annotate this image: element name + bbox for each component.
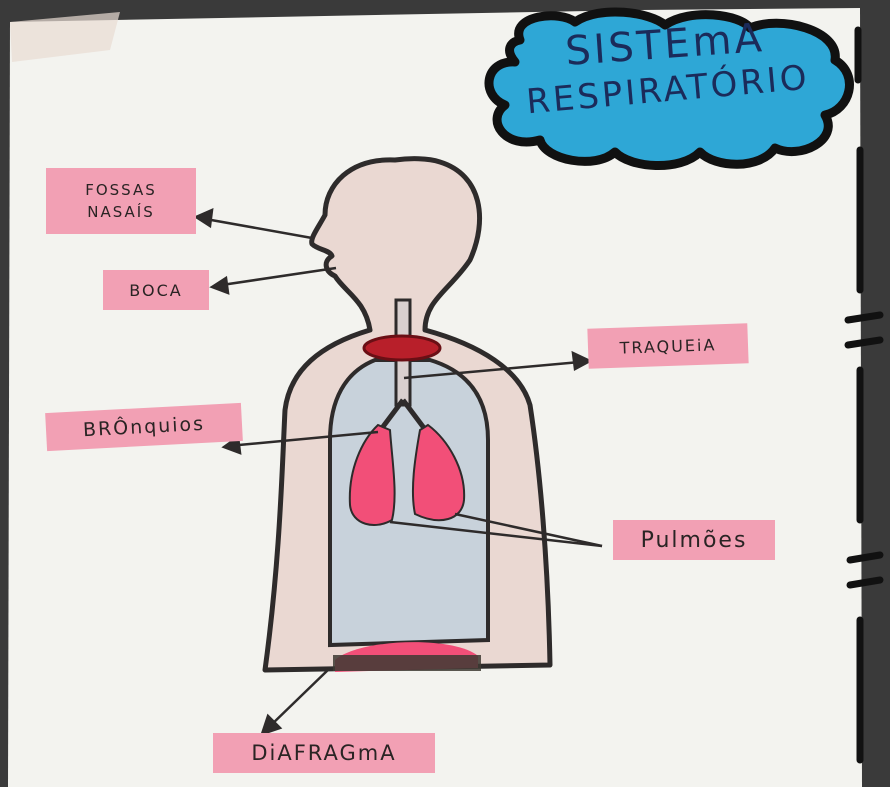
label-traqueia: TRAQUEiA [587, 323, 748, 369]
label-fossas-line2: NASAÍS [87, 201, 155, 223]
label-fossas-line1: FOSSAS [85, 179, 157, 201]
label-pulmoes: Pulmões [613, 520, 775, 560]
diaphragm-base [333, 655, 481, 671]
label-fossas-nasais: FOSSAS NASAÍS [46, 168, 196, 234]
label-boca: BOCA [103, 270, 209, 310]
label-diafragma: DiAFRAGmA [213, 733, 435, 773]
larynx-ring [364, 336, 440, 360]
